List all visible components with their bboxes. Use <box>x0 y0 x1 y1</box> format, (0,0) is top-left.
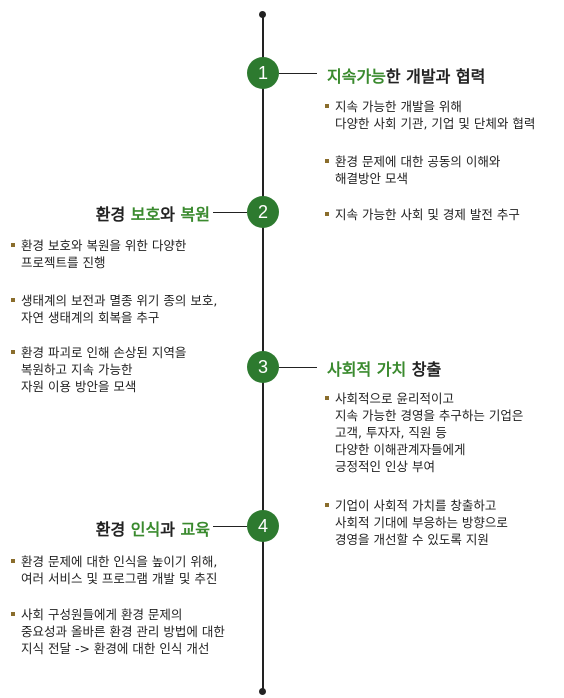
title-segment: 환경 <box>95 205 131 224</box>
step-2-node: 2 <box>247 196 279 228</box>
bullet-line: 사회적 기대에 부응하는 방향으로 <box>335 515 508 530</box>
bullet-line: 기업이 사회적 가치를 창출하고 <box>335 498 497 513</box>
bullet-square-icon <box>325 104 329 108</box>
bullet-line: 지식 전달 -> 환경에 대한 인식 개선 <box>21 641 210 656</box>
bullet-square-icon <box>11 559 15 563</box>
step-4-title: 환경 인식과 교육 <box>96 516 210 540</box>
bullet-square-icon <box>11 243 15 247</box>
step-3-title: 사회적 가치 창출 <box>327 356 441 380</box>
bullet-line: 환경 파괴로 인해 손상된 지역을 <box>21 345 187 360</box>
timeline-start-dot <box>259 11 266 18</box>
bullet-line: 복원하고 지속 가능한 <box>21 362 133 377</box>
title-segment: 교육 <box>180 520 210 539</box>
bullet-line: 사회적으로 윤리적이고 <box>335 391 454 406</box>
bullet-square-icon <box>325 396 329 400</box>
bullet-line: 자연 생태계의 회복을 추구 <box>21 310 160 325</box>
bullet-line: 다양한 사회 기관, 기업 및 단체와 협력 <box>335 116 536 131</box>
title-segment: 지속가능 <box>327 67 386 86</box>
bullet-line: 긍정적인 인상 부여 <box>335 459 435 474</box>
step-1-bullet-3: 지속 가능한 사회 및 경제 발전 추구 <box>325 206 520 223</box>
bullet-line: 여러 서비스 및 프로그램 개발 및 추진 <box>21 571 218 586</box>
step-1-title: 지속가능한 개발과 협력 <box>327 63 485 87</box>
title-segment: 복원 <box>180 205 210 224</box>
bullet-square-icon <box>325 212 329 216</box>
title-segment: 사회적 가치 <box>327 360 407 379</box>
title-segment: 보호 <box>130 205 161 224</box>
bullet-square-icon <box>325 159 329 163</box>
title-segment: 환경 <box>95 520 131 539</box>
connector-4 <box>213 526 247 527</box>
bullet-line: 고객, 투자자, 직원 등 <box>335 425 447 440</box>
bullet-line: 경영을 개선할 수 있도록 지원 <box>335 532 489 547</box>
bullet-line: 다양한 이해관계자들에게 <box>335 442 466 457</box>
bullet-line: 환경 문제에 대한 인식을 높이기 위해, <box>21 554 218 569</box>
step-2-title: 환경 보호와 복원 <box>96 201 210 225</box>
step-4-bullet-1: 환경 문제에 대한 인식을 높이기 위해, 여러 서비스 및 프로그램 개발 및 … <box>11 553 217 587</box>
bullet-line: 생태계의 보전과 멸종 위기 종의 보호, <box>21 293 218 308</box>
bullet-line: 환경 보호와 복원을 위한 다양한 <box>21 238 187 253</box>
title-segment: 창출 <box>406 360 442 379</box>
bullet-square-icon <box>325 503 329 507</box>
bullet-line: 중요성과 올바른 환경 관리 방법에 대한 <box>21 624 225 639</box>
title-segment: 와 <box>160 205 181 224</box>
bullet-line: 환경 문제에 대한 공동의 이해와 <box>335 154 501 169</box>
step-1-node: 1 <box>247 57 279 89</box>
step-2-bullet-2: 생태계의 보전과 멸종 위기 종의 보호, 자연 생태계의 회복을 추구 <box>11 292 217 326</box>
bullet-line: 지속 가능한 경영을 추구하는 기업은 <box>335 408 524 423</box>
timeline-end-dot <box>259 688 266 695</box>
step-3-node: 3 <box>247 351 279 383</box>
bullet-line: 자원 이용 방안을 모색 <box>21 379 137 394</box>
connector-2 <box>213 212 247 213</box>
title-segment: 한 개발과 협력 <box>385 67 486 86</box>
bullet-square-icon <box>11 612 15 616</box>
bullet-square-icon <box>11 350 15 354</box>
bullet-line: 프로젝트를 진행 <box>21 255 106 270</box>
bullet-square-icon <box>11 298 15 302</box>
bullet-line: 지속 가능한 개발을 위해 <box>335 99 462 114</box>
connector-3 <box>279 367 317 368</box>
title-segment: 인식 <box>130 520 161 539</box>
connector-1 <box>279 73 317 74</box>
title-segment: 과 <box>160 520 181 539</box>
bullet-line: 해결방안 모색 <box>335 171 408 186</box>
step-4-node: 4 <box>247 510 279 542</box>
bullet-line: 사회 구성원들에게 환경 문제의 <box>21 607 183 622</box>
bullet-line: 지속 가능한 사회 및 경제 발전 추구 <box>335 207 520 222</box>
